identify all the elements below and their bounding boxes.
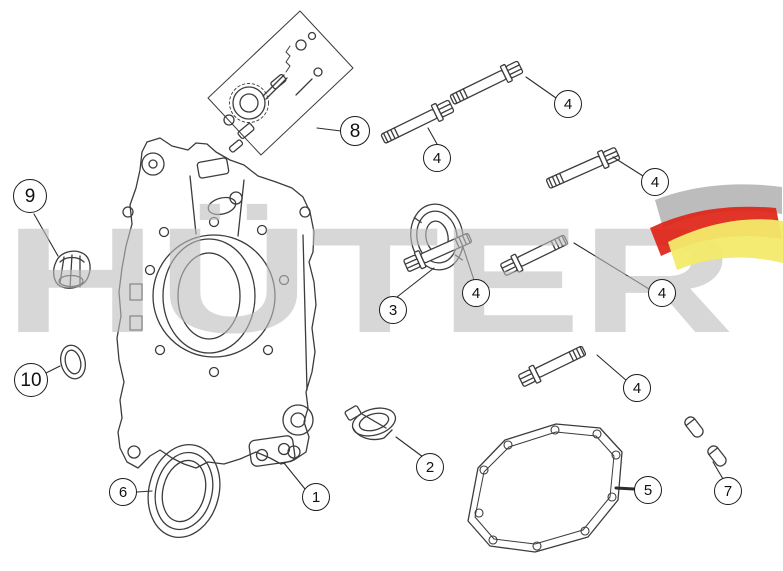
- bushing-cup: [54, 251, 90, 288]
- callout-4d: 4: [462, 279, 490, 307]
- callout-4b: 4: [554, 90, 582, 118]
- watermark-text: HÜTER: [4, 196, 734, 364]
- callout-4f: 4: [623, 374, 651, 402]
- callout-10: 10: [14, 363, 48, 397]
- small-seal-ring: [57, 343, 89, 382]
- oil-filler-cap: [344, 403, 398, 440]
- callout-9: 9: [13, 179, 47, 213]
- logo-yellow-band: [668, 219, 783, 270]
- dowel-pin: [683, 415, 705, 439]
- callout-4a: 4: [423, 144, 451, 172]
- callout-7: 7: [714, 477, 742, 505]
- large-oil-seal: [139, 437, 230, 545]
- dowel-pin: [706, 444, 728, 468]
- brand-logo: [650, 184, 783, 270]
- governor-parts-kit: [208, 11, 353, 155]
- callout-8: 8: [340, 116, 370, 146]
- crankcase-cover: [117, 138, 316, 468]
- leader-lines: [34, 77, 723, 492]
- callout-1: 1: [302, 483, 330, 511]
- cover-gasket: [468, 424, 622, 552]
- callout-6: 6: [109, 478, 137, 506]
- callout-4c: 4: [641, 168, 669, 196]
- callout-5: 5: [634, 476, 662, 504]
- callout-3: 3: [379, 296, 407, 324]
- callout-4e: 4: [648, 279, 676, 307]
- callout-2: 2: [416, 453, 444, 481]
